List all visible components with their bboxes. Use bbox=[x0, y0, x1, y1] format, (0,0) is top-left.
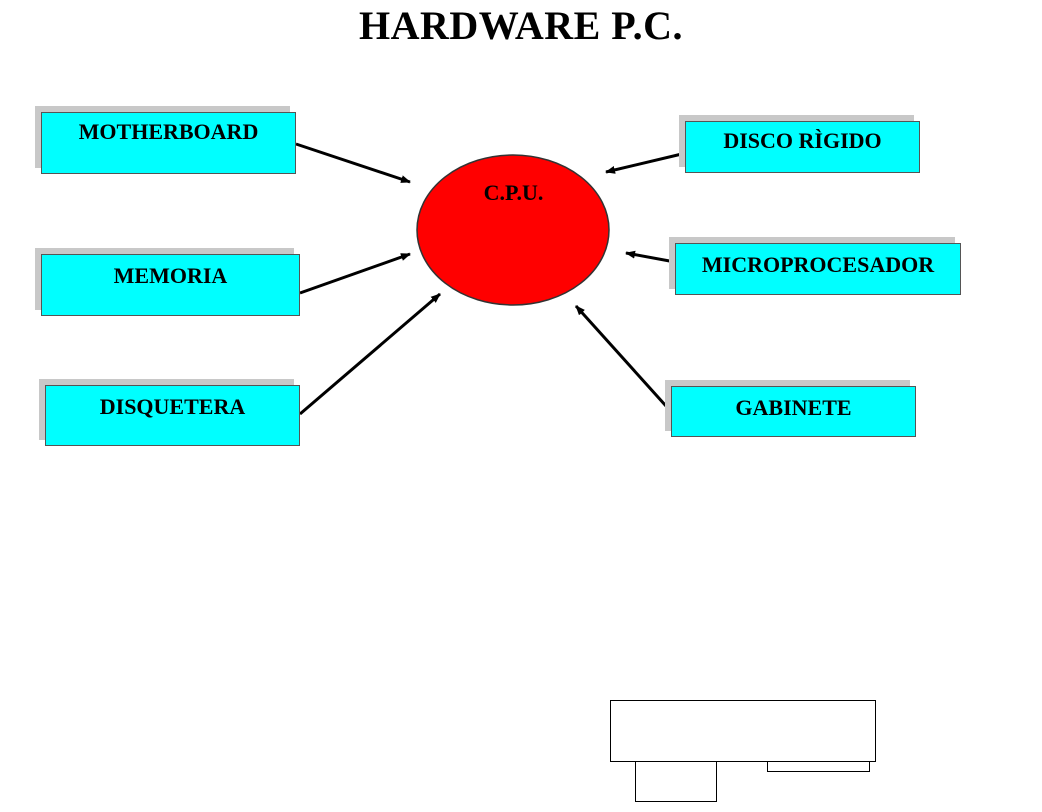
node-disquetera: DISQUETERA bbox=[45, 385, 300, 446]
node-disco-rigido: DISCO RÌGIDO bbox=[685, 121, 920, 173]
arrow-microprocesador bbox=[625, 250, 676, 264]
arrow-disquetera bbox=[299, 292, 441, 416]
node-memoria: MEMORIA bbox=[41, 254, 300, 316]
arrow-disco-rigido bbox=[605, 151, 687, 174]
page-title: HARDWARE P.C. bbox=[359, 3, 683, 48]
arrow-memoria bbox=[299, 252, 411, 295]
node-microprocesador: MICROPROCESADOR bbox=[675, 243, 961, 295]
node-gabinete: GABINETE bbox=[671, 386, 916, 437]
empty-frame-top bbox=[610, 700, 876, 762]
node-motherboard: MOTHERBOARD bbox=[41, 112, 296, 174]
arrow-gabinete bbox=[574, 304, 668, 408]
arrow-motherboard bbox=[295, 142, 411, 184]
cpu-label: C.P.U. bbox=[483, 180, 544, 205]
empty-frame-bottom-right bbox=[767, 761, 870, 772]
cpu-node bbox=[416, 154, 610, 306]
empty-frame-bottom-left bbox=[635, 761, 717, 802]
